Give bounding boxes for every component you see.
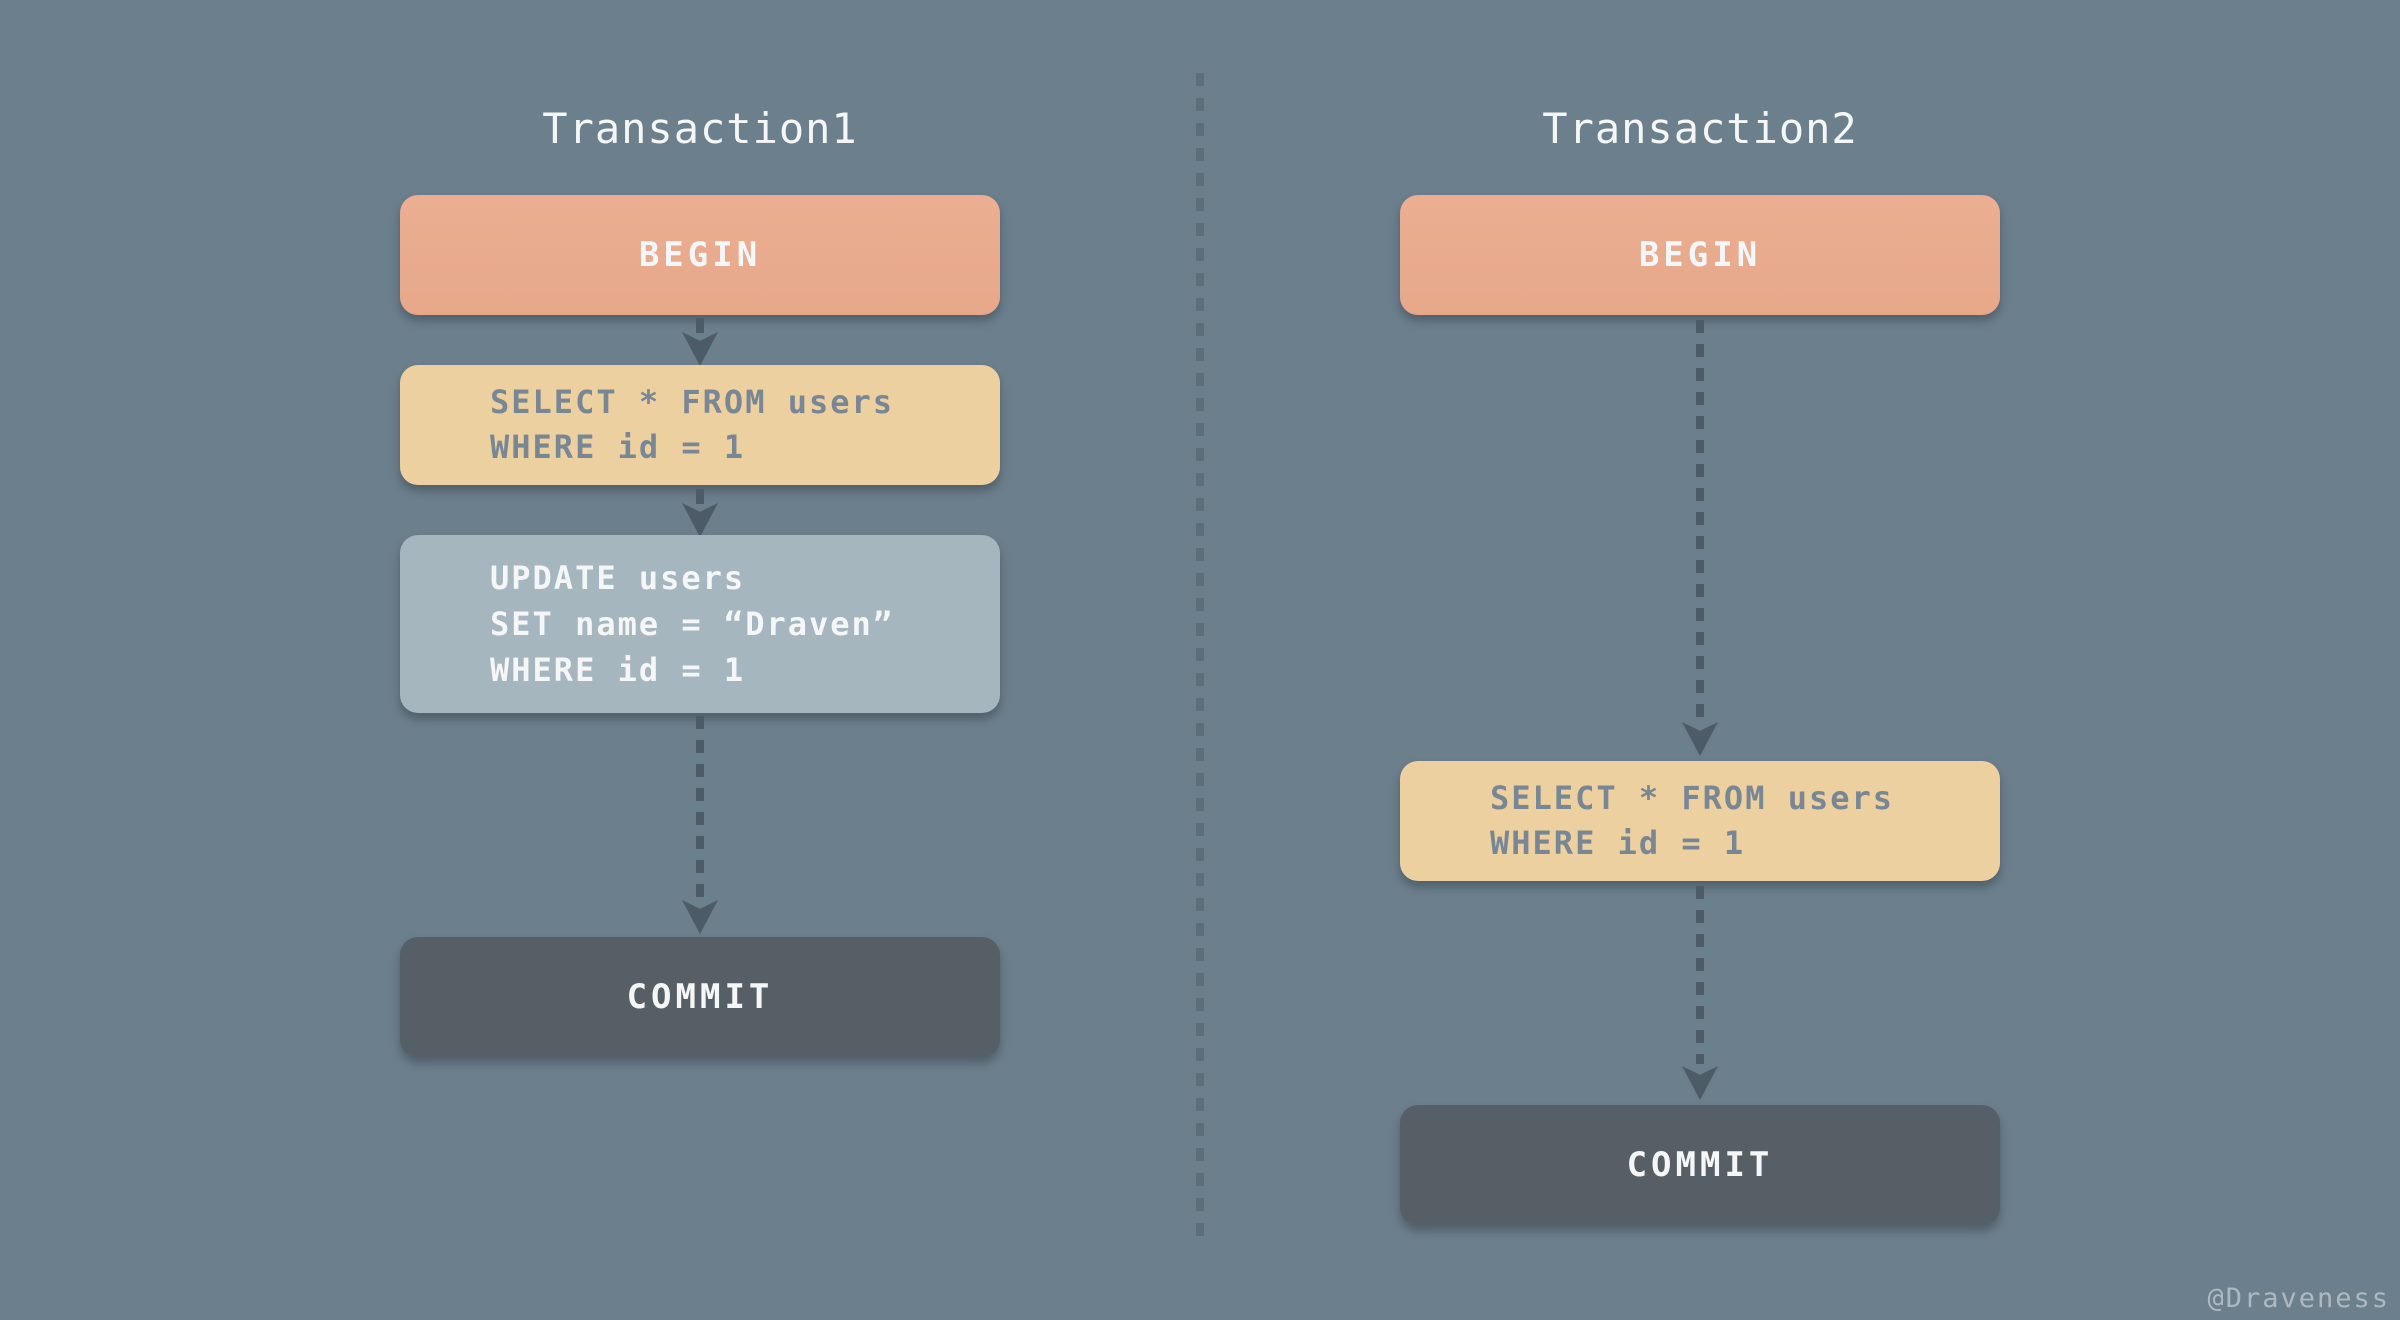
node-commit-t1: COMMIT bbox=[400, 937, 1000, 1057]
commit-label: COMMIT bbox=[1626, 1145, 1774, 1185]
node-commit-t2: COMMIT bbox=[1400, 1105, 2000, 1225]
node-begin-t2: BEGIN bbox=[1400, 195, 2000, 315]
column-transaction1: Transaction1 BEGIN SELECT * FROM users W… bbox=[400, 0, 1000, 1320]
arrow-head-icon bbox=[1682, 722, 1718, 756]
arrow-stub bbox=[696, 318, 704, 333]
begin-label: BEGIN bbox=[1638, 235, 1762, 275]
arrow-head-icon bbox=[682, 332, 718, 366]
watermark: @Draveness bbox=[2207, 1283, 2390, 1314]
node-select-t2: SELECT * FROM users WHERE id = 1 bbox=[1400, 761, 2000, 881]
sql-line: UPDATE users bbox=[490, 559, 746, 597]
sql-line: SET name = “Draven” bbox=[490, 605, 895, 643]
node-select-t1: SELECT * FROM users WHERE id = 1 bbox=[400, 365, 1000, 485]
dashed-arrow-line bbox=[1696, 886, 1704, 1064]
arrow-head-icon bbox=[682, 503, 718, 537]
column-title-transaction1: Transaction1 bbox=[542, 103, 858, 153]
arrow-head-icon bbox=[682, 900, 718, 934]
commit-label: COMMIT bbox=[626, 977, 774, 1017]
sql-line: WHERE id = 1 bbox=[490, 651, 746, 689]
node-begin-t1: BEGIN bbox=[400, 195, 1000, 315]
arrow-stub bbox=[696, 489, 704, 504]
sql-line: SELECT * FROM users bbox=[1490, 779, 1895, 817]
column-divider-dashed-line bbox=[1196, 73, 1204, 1237]
node-update-t1: UPDATE users SET name = “Draven” WHERE i… bbox=[400, 535, 1000, 713]
dashed-arrow-line bbox=[1696, 320, 1704, 720]
begin-label: BEGIN bbox=[638, 235, 762, 275]
sql-line: WHERE id = 1 bbox=[490, 428, 746, 466]
column-title-transaction2: Transaction2 bbox=[1542, 103, 1858, 153]
sql-line: WHERE id = 1 bbox=[1490, 824, 1746, 862]
column-transaction2: Transaction2 BEGIN SELECT * FROM users W… bbox=[1400, 0, 2000, 1320]
arrow-head-icon bbox=[1682, 1066, 1718, 1100]
dashed-arrow-line bbox=[696, 716, 704, 900]
sql-line: SELECT * FROM users bbox=[490, 383, 895, 421]
